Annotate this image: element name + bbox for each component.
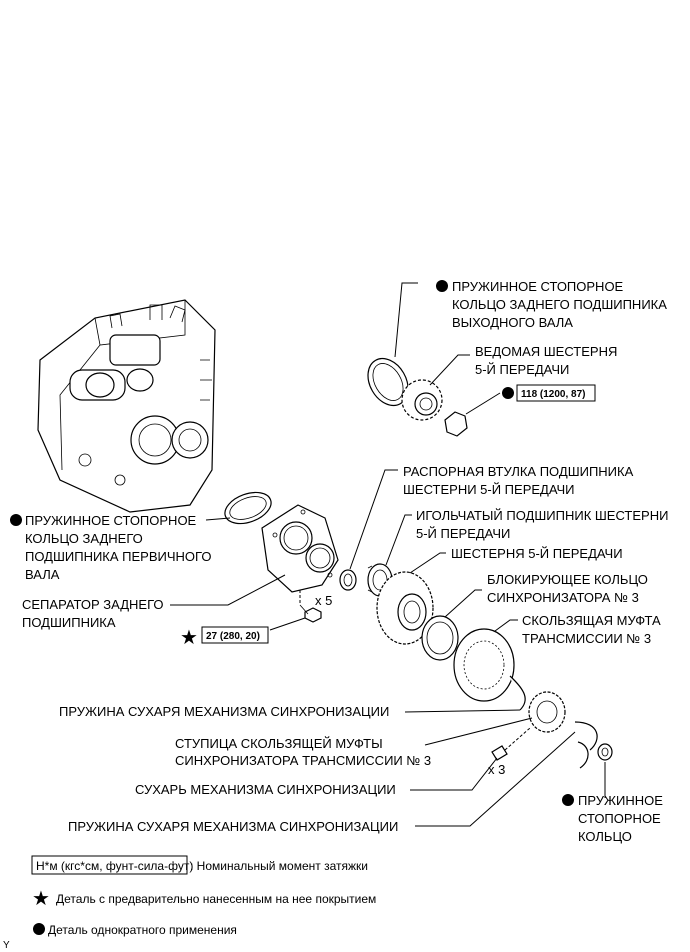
legend-dot-icon xyxy=(33,923,45,935)
legend-torque-text: : Номинальный момент затяжки xyxy=(190,859,368,873)
legend-nonreusable-text: Деталь однократного применения xyxy=(48,923,237,937)
label-needle-bearing: ИГОЛЬЧАТЫЙ ПОДШИПНИК ШЕСТЕРНИ 5-Й ПЕРЕДА… xyxy=(416,508,672,541)
shifting-key xyxy=(491,745,508,761)
output-snap-ring xyxy=(367,357,409,407)
synchronizer-blocking-ring xyxy=(421,615,459,661)
key-spring-lower xyxy=(574,721,598,769)
legend-precoated-text: Деталь с предварительно нанесенным на не… xyxy=(56,892,376,906)
non-reusable-mark-input xyxy=(10,514,22,526)
key-count: x 3 xyxy=(488,762,505,777)
label-hub: СТУПИЦА СКОЛЬЗЯЩЕЙ МУФТЫ СИНХРОНИЗАТОРА … xyxy=(175,736,431,768)
input-snap-ring xyxy=(224,491,272,525)
non-reusable-mark-nut xyxy=(502,387,514,399)
label-sleeve: СКОЛЬЗЯЩАЯ МУФТА ТРАНСМИССИИ № 3 xyxy=(522,613,664,646)
legend: Н*м (кгс*см, фунт-сила-фут) : Номинальны… xyxy=(31,855,376,937)
non-reusable-mark-snap xyxy=(562,794,574,806)
label-output-snap-ring: ПРУЖИННОЕ СТОПОРНОЕ КОЛЬЦО ЗАДНЕГО ПОДШИ… xyxy=(452,279,671,330)
label-shifting-key: СУХАРЬ МЕХАНИЗМА СИНХРОНИЗАЦИИ xyxy=(135,782,396,797)
label-retainer: СЕПАРАТОР ЗАДНЕГО ПОДШИПНИКА xyxy=(22,597,167,630)
legend-torque-units: Н*м (кгс*см, фунт-сила-фут) xyxy=(36,859,193,873)
label-blocking-ring: БЛОКИРУЮЩЕЕ КОЛЬЦО СИНХРОНИЗАТОРА № 3 xyxy=(487,572,652,605)
lock-nut xyxy=(444,411,468,437)
transmission-case xyxy=(37,299,216,513)
label-input-snap-ring: ПРУЖИННОЕ СТОПОРНОЕ КОЛЬЦО ЗАДНЕГО ПОДШИ… xyxy=(25,513,215,582)
legend-torque-box xyxy=(31,855,188,875)
legend-star-icon: ★ xyxy=(32,886,50,910)
label-spring-upper: ПРУЖИНА СУХАРЯ МЕХАНИЗМА СИНХРОНИЗАЦИИ xyxy=(59,704,389,719)
fifth-driven-gear xyxy=(401,379,443,421)
label-snap-ring: ПРУЖИННОЕ СТОПОРНОЕ КОЛЬЦО xyxy=(578,793,667,844)
key-spring-upper xyxy=(509,675,526,711)
bearing-retainer xyxy=(261,504,339,593)
label-spacer: РАСПОРНАЯ ВТУЛКА ПОДШИПНИКА ШЕСТЕРНИ 5-Й… xyxy=(403,464,637,497)
bolt-count: x 5 xyxy=(315,593,332,608)
precoated-star-icon: ★ xyxy=(180,625,198,649)
corner-mark: Y xyxy=(3,940,10,951)
fifth-gear xyxy=(376,571,434,645)
bearing-spacer xyxy=(339,569,357,591)
label-driven-gear: ВЕДОМАЯ ШЕСТЕРНЯ 5-Й ПЕРЕДАЧИ xyxy=(475,344,621,377)
label-fifth-gear: ШЕСТЕРНЯ 5-Й ПЕРЕДАЧИ xyxy=(451,546,623,561)
shaft-snap-ring xyxy=(597,743,613,761)
synchronizer-sleeve xyxy=(453,628,515,702)
label-spring-lower: ПРУЖИНА СУХАРЯ МЕХАНИЗМА СИНХРОНИЗАЦИИ xyxy=(68,819,398,834)
torque-bolt-value: 27 (280, 20) xyxy=(206,631,260,642)
torque-nut-value: 118 (1200, 87) xyxy=(521,389,586,400)
non-reusable-mark xyxy=(436,280,448,292)
synchronizer-hub xyxy=(528,691,566,733)
